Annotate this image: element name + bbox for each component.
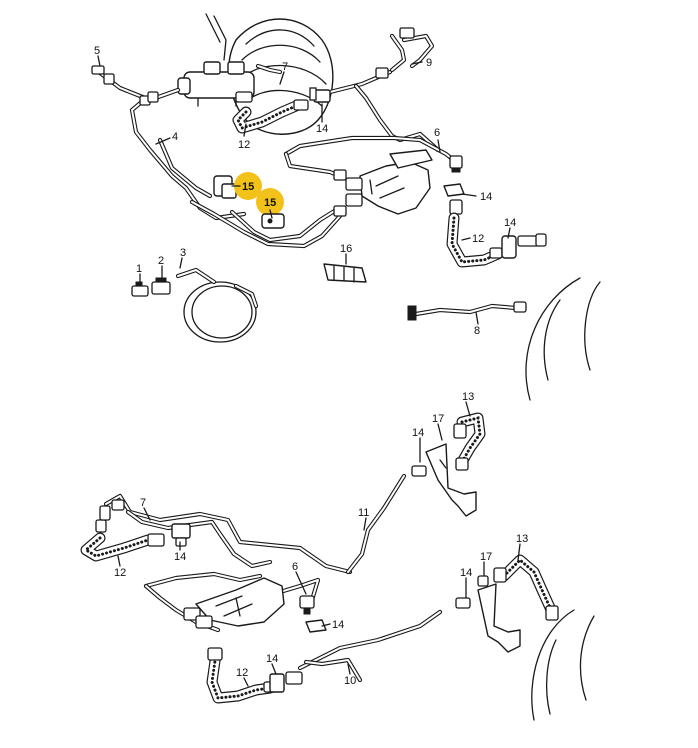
- callout-12: 12: [114, 567, 126, 579]
- callout-12: 12: [236, 667, 248, 679]
- callout-13: 13: [462, 391, 474, 403]
- clip-14-top: [309, 87, 331, 103]
- part-15-clamp-right: [256, 188, 285, 229]
- brake-line-8: [407, 301, 527, 321]
- bottom-hose-12-low: [206, 647, 277, 704]
- bracket-17-upper: [411, 443, 477, 517]
- callout-17: 17: [480, 551, 492, 563]
- callout-14: 14: [174, 551, 186, 563]
- bottom-clip-14-mid: [305, 619, 327, 633]
- callout-2: 2: [158, 255, 164, 267]
- bottom-distribution-block: [183, 577, 315, 629]
- top-fittings: [91, 27, 463, 217]
- bottom-left-hose-12: [80, 499, 165, 562]
- callout-13: 13: [516, 533, 528, 545]
- right-caliper-hose-13-lower: [493, 554, 559, 621]
- distribution-block: [345, 149, 433, 215]
- callout-16: 16: [340, 243, 352, 255]
- callout-1: 1: [136, 263, 142, 275]
- callout-labels: 5 4 7 9 12 14 15 15 6 14 12 14 16 1 2 3 …: [94, 45, 528, 687]
- callout-10: 10: [344, 675, 356, 687]
- bottom-clip-14-left: [171, 523, 191, 547]
- master-cylinder: [177, 61, 255, 107]
- callout-14: 14: [504, 217, 516, 229]
- bracket-14-right: [443, 183, 465, 215]
- callout-7: 7: [140, 497, 146, 509]
- callout-15-left: 15: [242, 181, 254, 193]
- leader-lines: [97, 55, 521, 687]
- right-caliper-hose-13-upper: [453, 412, 486, 471]
- callout-12: 12: [238, 139, 250, 151]
- bottom-clip-14-low: [269, 671, 303, 693]
- part-15-clamp-left: [213, 172, 262, 200]
- rear-brake-disc: [531, 609, 595, 721]
- part-1-2-unions: [131, 277, 171, 297]
- bracket-17-lower: [455, 575, 521, 653]
- front-brake-disc-top: [525, 277, 601, 401]
- callout-17: 17: [432, 413, 444, 425]
- callout-6: 6: [434, 127, 440, 139]
- callout-4: 4: [172, 131, 178, 143]
- callout-14: 14: [480, 191, 492, 203]
- callout-11: 11: [358, 507, 369, 519]
- right-hose-12: [446, 212, 504, 268]
- callout-8: 8: [474, 325, 480, 337]
- callout-14: 14: [332, 619, 344, 631]
- callout-5: 5: [94, 45, 100, 57]
- callout-12: 12: [472, 233, 484, 245]
- clip-14-right: [501, 233, 547, 259]
- bottom-brake-pipes: [103, 473, 443, 683]
- callout-14: 14: [266, 653, 278, 665]
- callout-14: 14: [460, 567, 472, 579]
- callout-14: 14: [316, 123, 328, 135]
- callout-7: 7: [282, 61, 288, 73]
- callout-14: 14: [412, 427, 424, 439]
- callout-15-right: 15: [264, 197, 276, 209]
- callout-9: 9: [426, 57, 432, 69]
- callout-3: 3: [180, 247, 186, 259]
- part-3-pipe-coil: [175, 267, 259, 343]
- part-16-holder: [323, 263, 367, 283]
- top-hose-booster: [232, 91, 309, 134]
- callout-6: 6: [292, 561, 298, 573]
